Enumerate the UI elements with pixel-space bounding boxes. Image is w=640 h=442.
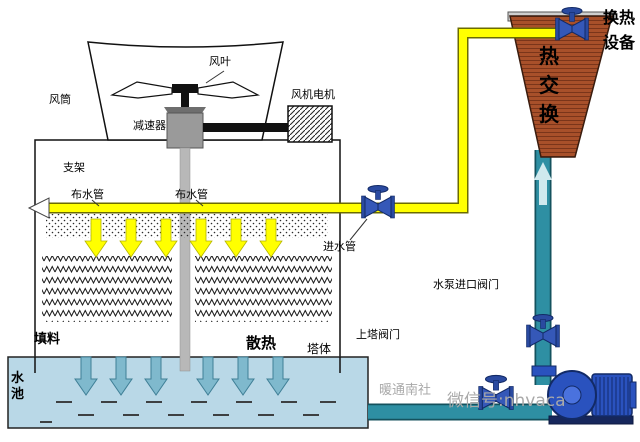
- cold-water-pipes: [368, 150, 552, 421]
- drive-bar: [203, 123, 290, 132]
- overflow-arrow: [27, 197, 50, 219]
- label-tower-body: 塔体: [307, 342, 332, 356]
- label-water-pool: 水池: [11, 371, 25, 403]
- flow-up-arrow: [534, 162, 552, 205]
- leader-lines: [91, 70, 368, 241]
- fill-material-right: [195, 256, 332, 322]
- fan-motor-shape: [287, 105, 333, 143]
- label-fill-material: 填料: [34, 332, 61, 347]
- spray-dots: [46, 214, 328, 238]
- label-fan-blade: 风叶: [209, 55, 231, 68]
- label-reducer: 减速器: [133, 119, 166, 132]
- label-dist-pipe-left: 布水管: [71, 188, 104, 201]
- drive-shaft: [179, 147, 191, 372]
- label-support: 支架: [63, 161, 85, 174]
- fill-material-left: [42, 256, 172, 322]
- hot-water-pipe: [27, 27, 556, 219]
- label-fan-motor: 风机电机: [291, 88, 335, 101]
- label-tower-valve: 上塔阀门: [356, 328, 400, 341]
- label-heat-dissipation: 散热: [246, 334, 277, 352]
- label-air-cylinder: 风筒: [49, 93, 71, 106]
- label-dist-pipe-right: 布水管: [175, 188, 208, 201]
- pool-water-dashes: [40, 401, 336, 423]
- label-heat-exchange-equipment: 换热设备: [603, 8, 636, 52]
- water-pump: [531, 365, 637, 425]
- watermark-wechat: 微信号:nhvaca: [447, 391, 566, 411]
- label-heat-exchange: 热交换: [539, 44, 559, 126]
- reducer-gearbox: [164, 107, 206, 149]
- label-pump-inlet-valve: 水泵进口阀门: [433, 278, 499, 291]
- watermark-brand: 暖通南社: [379, 383, 432, 398]
- label-inlet-pipe: 进水管: [323, 240, 356, 253]
- fan-blades: [109, 81, 261, 114]
